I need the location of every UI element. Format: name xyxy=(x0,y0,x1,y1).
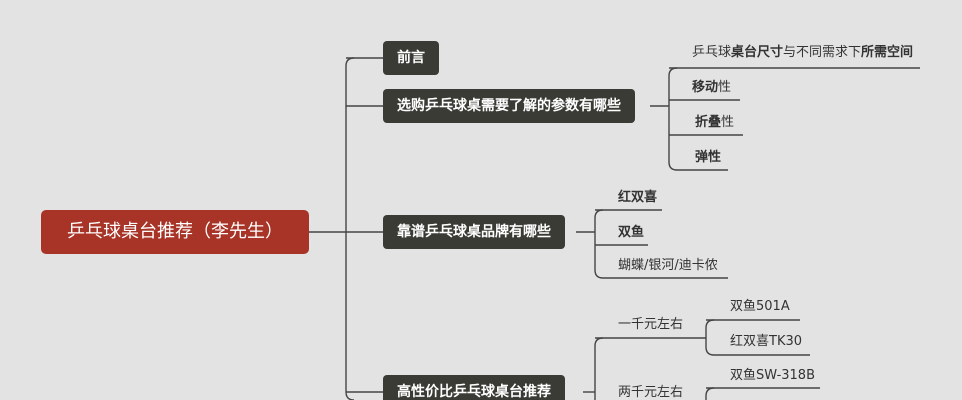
topic-tier-1-item-2[interactable]: 红双喜TK30 xyxy=(730,334,803,349)
branch-params[interactable]: 选购乒乓球桌需要了解的参数有哪些 xyxy=(383,89,635,123)
topic-tier-2-item-1[interactable]: 双鱼SW-318B xyxy=(730,368,816,383)
topic-elasticity-bold: 弹性 xyxy=(695,150,722,165)
topic-table-size[interactable]: 乒乓球桌台尺寸与不同需求下所需空间 xyxy=(692,44,913,62)
connector-value-trunk xyxy=(594,337,604,400)
connector-trunk xyxy=(345,57,355,400)
topic-tier-1[interactable]: 一千元左右 xyxy=(618,317,684,332)
topic-table-size-part3: 与不同需求下 xyxy=(783,45,862,60)
topic-table-size-part4: 所需空间 xyxy=(861,45,914,60)
connector-t1-trunk xyxy=(705,319,715,356)
connector-brands-trunk xyxy=(594,209,604,279)
branch-brands[interactable]: 靠谱乒乓球桌品牌有哪些 xyxy=(383,215,565,249)
topic-mobility[interactable]: 移动性 xyxy=(692,79,731,97)
topic-elasticity[interactable]: 弹性 xyxy=(695,149,721,167)
root-topic[interactable]: 乒乓球桌台推荐（李先生） xyxy=(41,210,309,254)
topic-tier-1-item-1[interactable]: 双鱼501A xyxy=(730,299,790,314)
topic-brand-3[interactable]: 蝴蝶/银河/迪卡侬 xyxy=(618,258,718,273)
connector-t2-trunk xyxy=(705,387,715,400)
topic-table-size-part1: 乒乓球 xyxy=(692,45,732,60)
topic-mobility-bold: 移动 xyxy=(692,80,719,95)
topic-folding[interactable]: 折叠性 xyxy=(695,114,734,132)
topic-folding-rest: 性 xyxy=(721,115,735,130)
topic-folding-bold: 折叠 xyxy=(695,115,722,130)
branch-preface[interactable]: 前言 xyxy=(383,41,439,75)
topic-table-size-part2: 桌台尺寸 xyxy=(731,45,784,60)
connector-params-trunk xyxy=(668,67,678,171)
topic-brand-2[interactable]: 双鱼 xyxy=(618,225,645,240)
branch-value[interactable]: 高性价比乒乓球桌台推荐 xyxy=(383,375,565,400)
topic-tier-2[interactable]: 两千元左右 xyxy=(618,385,684,400)
topic-brand-1[interactable]: 红双喜 xyxy=(618,190,658,205)
topic-mobility-rest: 性 xyxy=(718,80,732,95)
